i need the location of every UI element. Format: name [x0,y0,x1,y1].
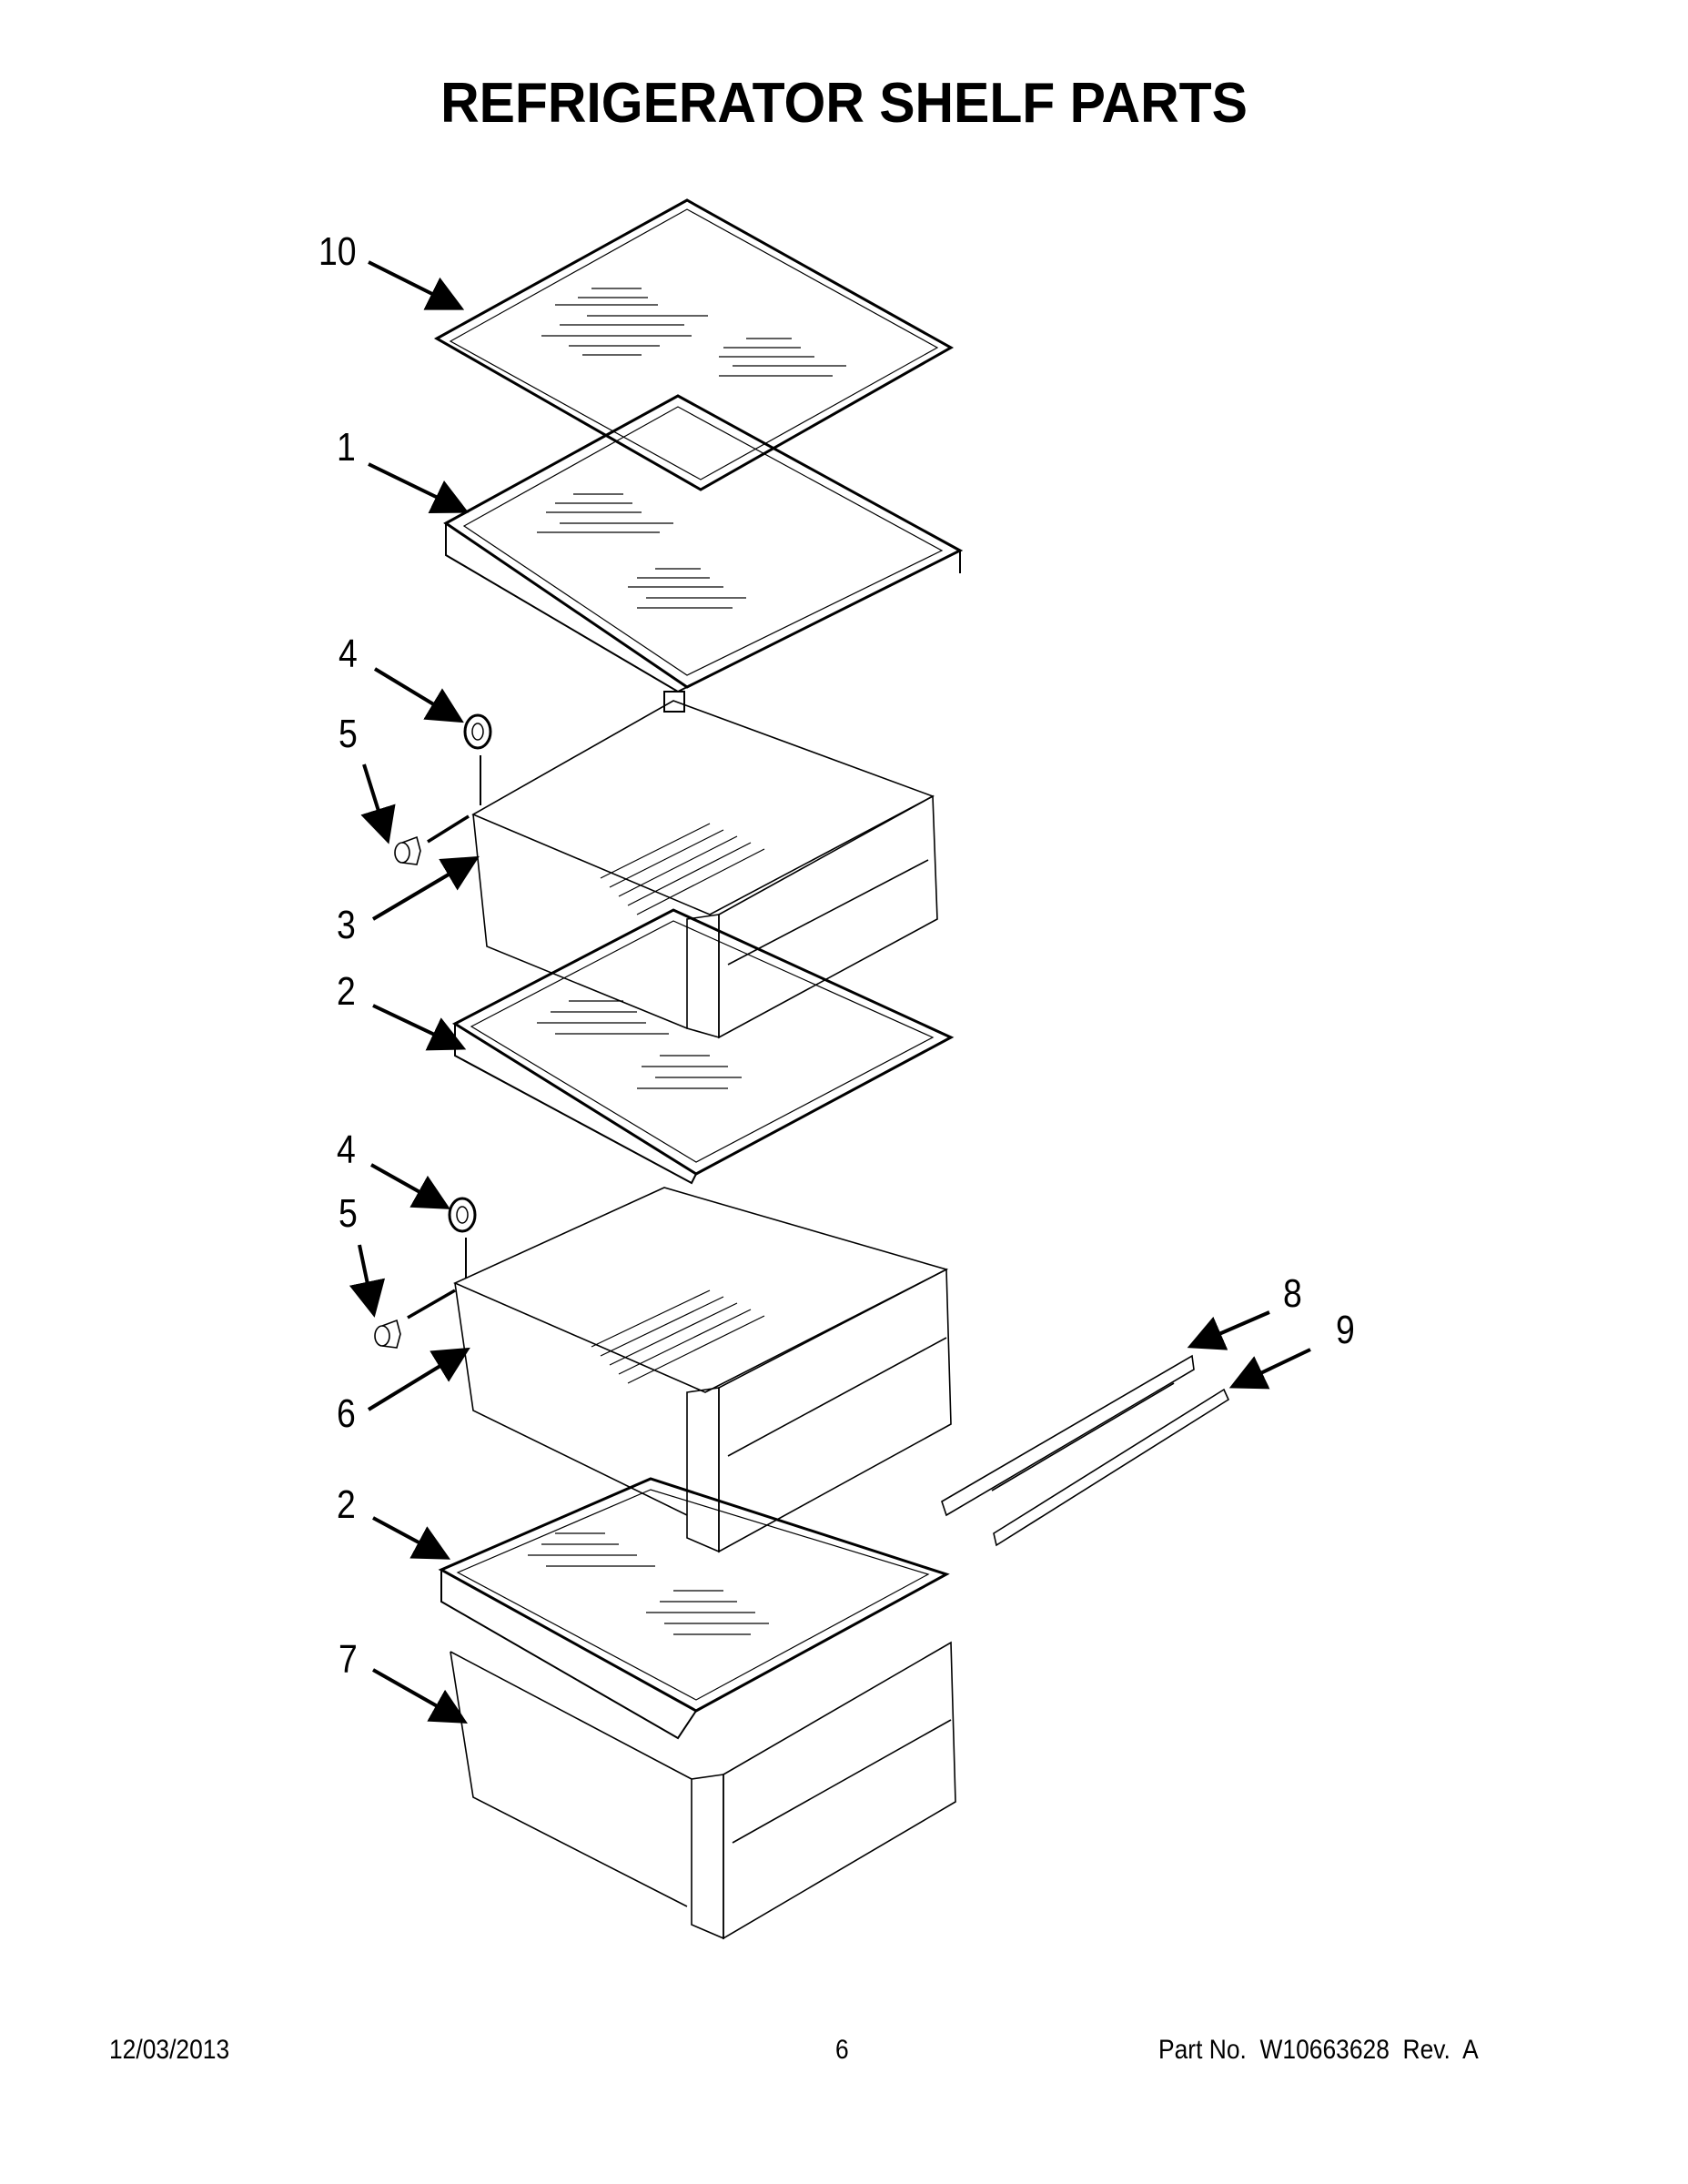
callout-2: 2 [337,1482,356,1527]
slide-rail-cover-9 [993,1388,1230,1547]
slide-rail-8 [941,1354,1195,1517]
footer-page-number: 6 [835,2035,849,2065]
shelf-2-lower [438,1477,950,1740]
footer-date: 12/03/2013 [109,2035,230,2065]
callout-8: 8 [1283,1271,1302,1316]
callout-7: 7 [339,1637,358,1682]
shelf-1 [443,394,964,713]
callout-4: 4 [337,1127,356,1172]
footer-part-number: Part No. W10663628 Rev. A [1158,2035,1479,2065]
callout-arrows [349,260,1311,1724]
bottom-drawer-7 [450,1641,956,1940]
callout-2: 2 [337,969,356,1014]
wheel-icon [448,1197,477,1279]
page-title: REFRIGERATOR SHELF PARTS [440,72,1248,135]
callout-9: 9 [1336,1308,1355,1352]
shelf-2-middle [451,908,955,1185]
shelf-frame-10 [433,198,955,491]
crisper-drawer-3 [471,700,938,1039]
pin-icon [394,814,470,865]
wheel-icon [463,713,492,805]
pin-icon [374,1289,456,1349]
callout-10: 10 [318,229,357,274]
callout-5: 5 [339,712,358,756]
callout-1: 1 [337,425,356,470]
callout-5: 5 [339,1191,358,1236]
callout-6: 6 [337,1391,356,1436]
callout-3: 3 [337,903,356,947]
callout-4: 4 [339,632,358,676]
crisper-drawer-6 [453,1187,952,1553]
